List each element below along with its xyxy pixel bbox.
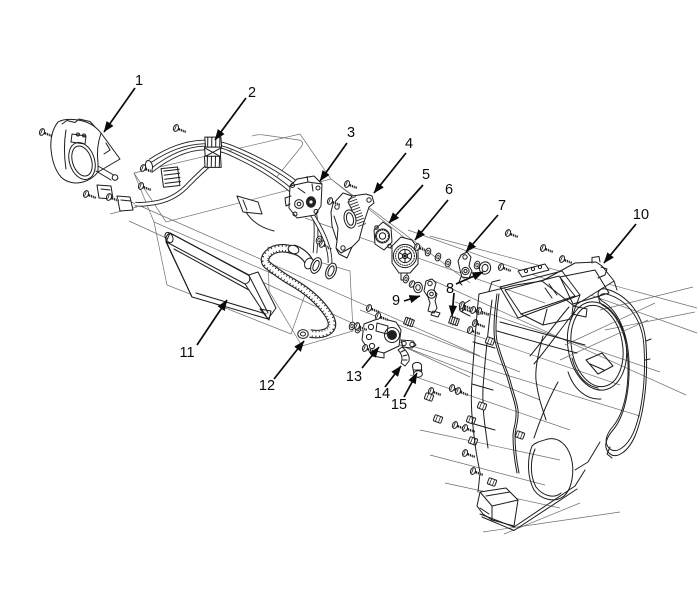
svg-text:11: 11	[179, 345, 194, 361]
svg-text:12: 12	[259, 378, 275, 394]
svg-text:9: 9	[392, 293, 400, 309]
svg-text:8: 8	[446, 281, 454, 297]
svg-text:4: 4	[405, 136, 413, 152]
svg-text:13: 13	[346, 369, 362, 385]
svg-text:2: 2	[248, 85, 256, 101]
svg-text:15: 15	[391, 397, 407, 413]
svg-text:7: 7	[498, 198, 506, 214]
svg-text:3: 3	[347, 125, 355, 141]
svg-text:14: 14	[374, 386, 390, 402]
svg-text:5: 5	[422, 167, 430, 183]
svg-text:6: 6	[445, 182, 453, 198]
svg-text:10: 10	[633, 207, 649, 223]
svg-text:1: 1	[135, 73, 143, 89]
